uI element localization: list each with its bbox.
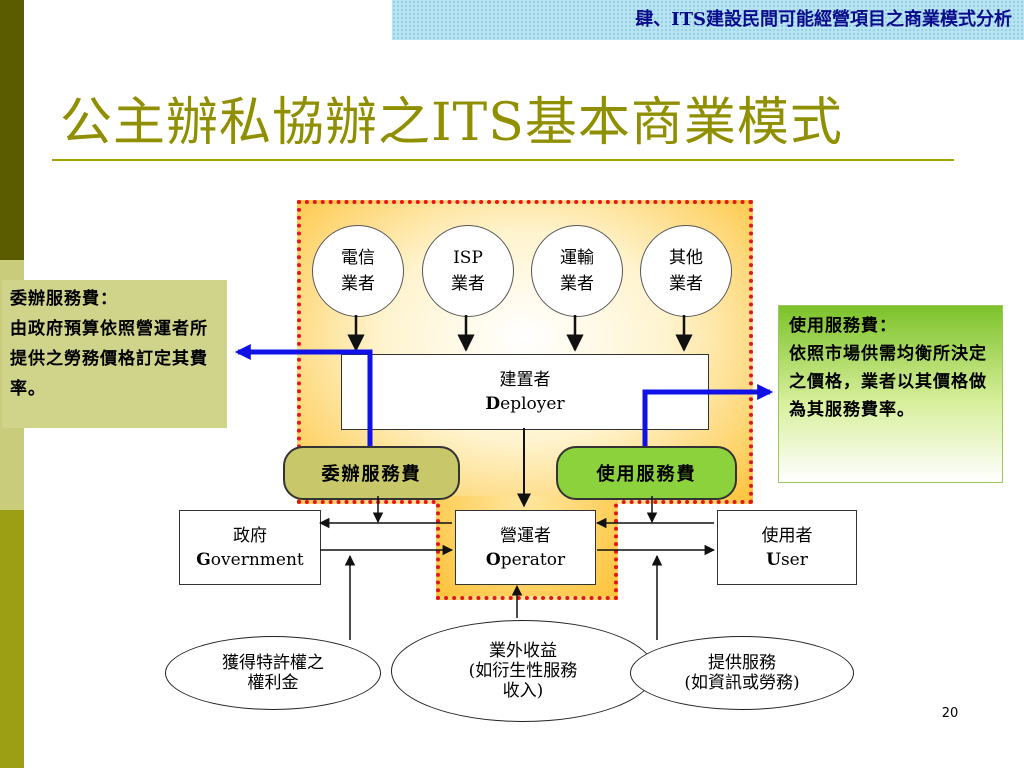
provider-line1: ISP (453, 248, 483, 268)
provider-isp: ISP 業者 (422, 225, 514, 317)
franchise-royalty-ellipse: 獲得特許權之權利金 (165, 636, 381, 710)
title-divider (52, 159, 954, 161)
usage-fee-callout: 使用服務費： 依照市場供需均衡所決定之價格，業者以其價格做為其服務費率。 (778, 305, 1003, 483)
deployer-en-rest: eployer (500, 394, 565, 414)
provider-transport: 運輸業者 (531, 225, 623, 317)
callout-body: 由政府預算依照營運者所提供之勞務價格訂定其費率。 (10, 319, 208, 399)
commission-fee-callout: 委辦服務費： 由政府預算依照營運者所提供之勞務價格訂定其費率。 (2, 280, 227, 428)
operator-zh: 營運者 (500, 525, 551, 546)
government-en-initial: G (196, 549, 211, 570)
operator-en-initial: O (485, 549, 501, 570)
deployer-en-initial: D (485, 394, 501, 414)
operator-en-rest: perator (500, 549, 566, 570)
arrow-usage-callout (642, 383, 774, 446)
provider-line2: 業者 (451, 274, 485, 294)
slide-title: 公主辦私協辦之ITS基本商業模式 (60, 93, 843, 153)
government-zh: 政府 (233, 525, 267, 546)
ellipse-line1: 提供服務 (707, 653, 776, 673)
callout-heading: 使用服務費： (789, 316, 897, 336)
header-text: 肆、ITS建設民間可能經營項目之商業模式分析 (635, 9, 1012, 30)
user-box: 使用者 User (717, 510, 857, 585)
header-banner (392, 0, 1024, 40)
government-box: 政府 Government (179, 510, 321, 585)
user-en-initial: U (766, 549, 781, 570)
operator-box: 營運者 Operator (455, 510, 596, 585)
user-zh: 使用者 (761, 525, 813, 546)
government-en-rest: overnment (210, 549, 304, 570)
provider-line2: 業者 (669, 274, 703, 294)
non-operating-revenue-ellipse: 業外收益(如衍生性服務收入) (391, 620, 655, 722)
provider-line2: 業者 (560, 274, 594, 294)
callout-body: 依照市場供需均衡所決定之價格，業者以其價格做為其服務費率。 (789, 344, 987, 420)
provider-line1: 運輸 (560, 248, 594, 268)
ellipse-line1: 業外收益 (488, 641, 557, 661)
service-provision-ellipse: 提供服務(如資訊或勞務) (630, 636, 854, 710)
ellipse-line2: 權利金 (247, 673, 299, 693)
user-en-rest: ser (780, 549, 808, 570)
ellipse-line3: 收入) (502, 681, 544, 701)
provider-line1: 其他 (669, 248, 703, 268)
commission-fee-pill: 委辦服務費 (283, 446, 460, 500)
ellipse-line2: (如資訊或勞務) (684, 673, 800, 693)
page-number: 20 (941, 706, 959, 721)
provider-other: 其他業者 (640, 225, 732, 317)
arrow-commission-callout (234, 343, 373, 446)
callout-heading: 委辦服務費： (10, 289, 118, 309)
ellipse-line2: (如衍生性服務 (468, 661, 578, 681)
provider-telecom: 電信業者 (312, 225, 404, 317)
usage-fee-pill: 使用服務費 (556, 446, 737, 500)
provider-line2: 業者 (341, 274, 375, 294)
ellipse-line1: 獲得特許權之 (222, 653, 324, 673)
provider-line1: 電信 (341, 248, 375, 268)
deployer-zh: 建置者 (499, 370, 551, 390)
